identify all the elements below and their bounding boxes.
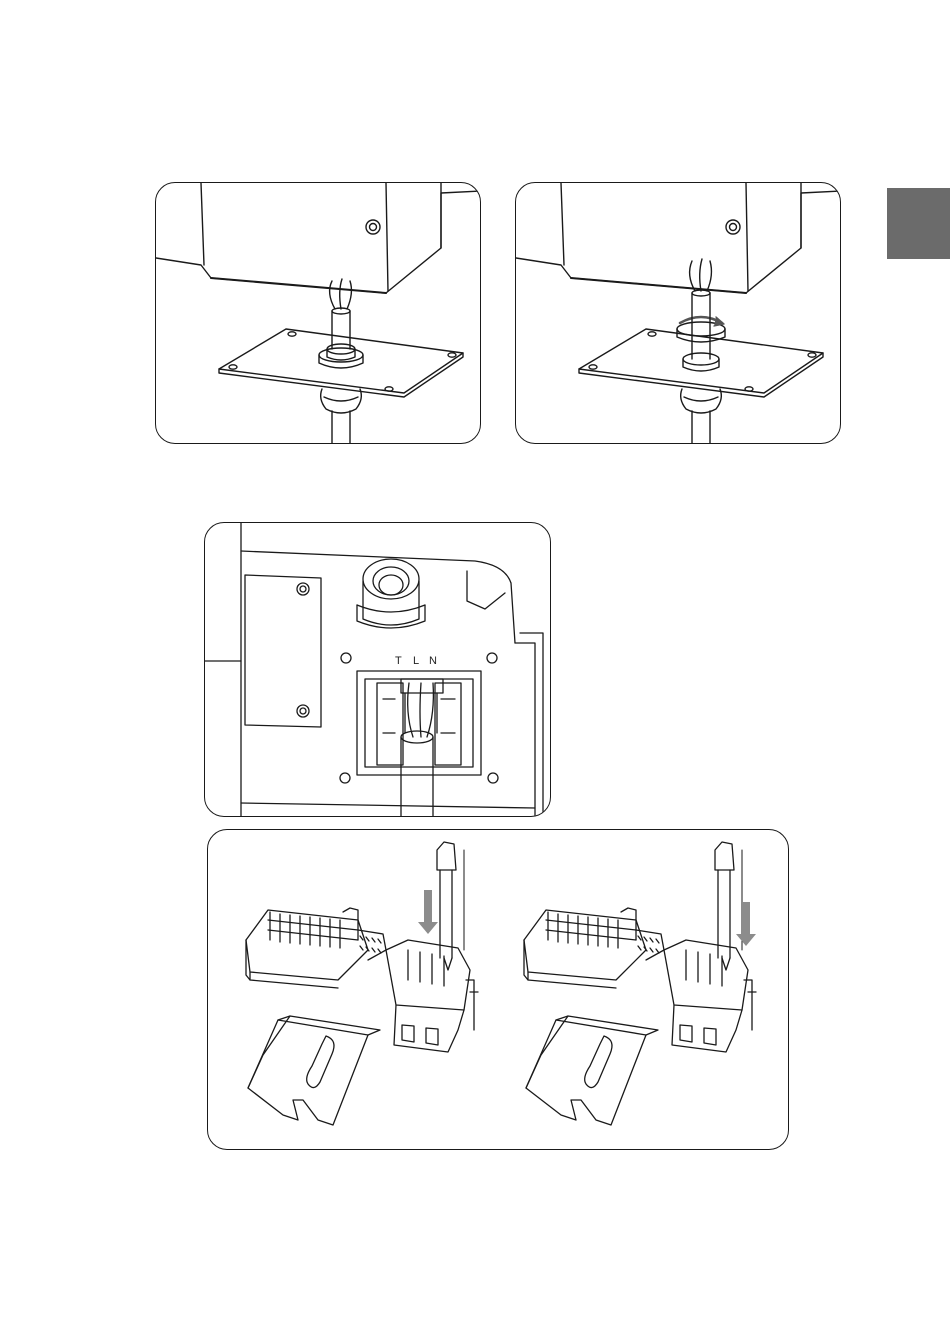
din-rail-step-2 <box>524 842 756 1125</box>
figure-din-rail-terminal <box>207 829 789 1150</box>
down-arrow-icon <box>418 890 438 934</box>
terminal-label-n: N <box>429 655 437 667</box>
screwdriver-arrow-icon <box>208 830 789 1150</box>
terminal-label-l: L <box>413 655 419 667</box>
figure-terminal-block: T L N <box>204 522 551 817</box>
terminal-block-diagram: T L N <box>205 523 551 817</box>
din-rail-step-1 <box>246 842 478 1125</box>
down-arrow-icon <box>736 902 756 946</box>
cable-gland-icon <box>156 183 481 444</box>
figure-cable-through-plate <box>155 182 481 444</box>
chapter-tab-marker <box>887 188 950 259</box>
rotate-arrow-icon <box>516 183 841 444</box>
terminal-label-t: T <box>395 655 402 667</box>
figure-tighten-gland-nut <box>515 182 841 444</box>
